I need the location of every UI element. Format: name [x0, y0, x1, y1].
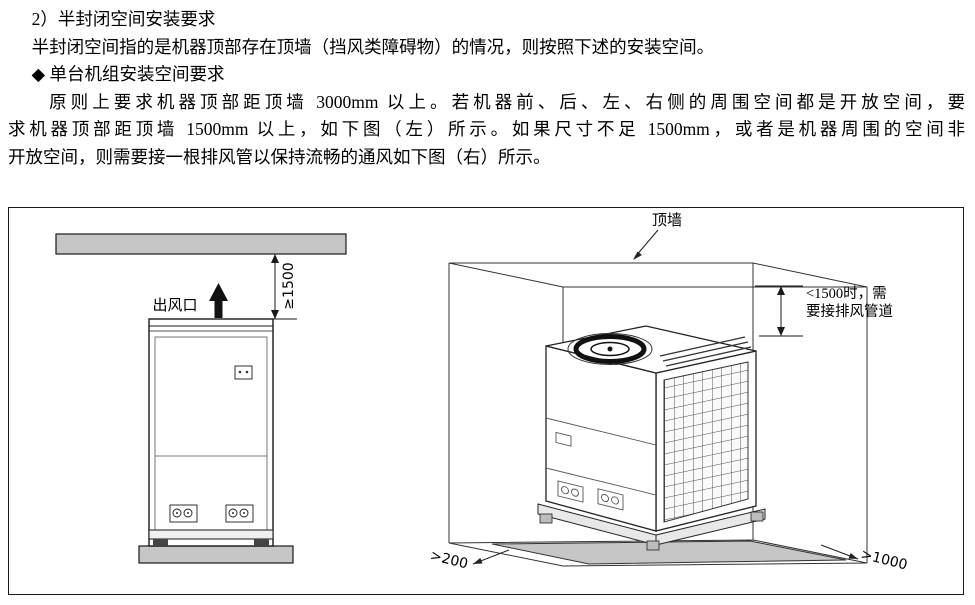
duct-note-line2: 要接排风管道: [806, 303, 893, 320]
ceiling-label: 顶墙: [652, 212, 682, 229]
concrete-pad: [491, 540, 847, 565]
requirements-line-3: 开放空间，则需要接一根排风管以保持流畅的通风如下图（右）所示。: [8, 146, 551, 167]
unit-isometric: [537, 325, 766, 551]
ceiling-slab: [55, 233, 347, 255]
height-dimension-label: ≥1500: [281, 262, 297, 309]
unit-foot: [750, 511, 764, 522]
clearance-left-label: >200: [428, 548, 469, 573]
installation-diagram-frame: 出风口 ≥1500: [8, 207, 964, 595]
right-view: 顶墙 <1500时，需 要接排风管道 >2: [428, 212, 909, 573]
top-vent-slats: [659, 336, 752, 367]
ceiling-arrow: [633, 229, 659, 260]
duct-note-line1: <1500时，需: [806, 285, 887, 302]
clearance-left-arrow: [472, 549, 510, 565]
unit-foot: [646, 540, 660, 551]
unit-foot: [539, 513, 553, 524]
clearance-right-arrow: [820, 544, 859, 560]
requirements-line-1: 原则上要求机器顶部距顶墙 3000mm 以上。若机器前、后、左、右侧的周围空间都…: [49, 91, 965, 112]
intro-paragraph: 半封闭空间指的是机器顶部存在顶墙（挡风类障碍物）的情况，则按照下述的安装空间。: [31, 36, 715, 57]
unit-front-view: [148, 318, 274, 547]
unit-front-details: [546, 417, 656, 511]
requirements-line-2: 求机器顶部距顶墙 1500mm 以上，如下图（左）所示。如果尺寸不足 1500m…: [8, 119, 965, 139]
fan-grille: [567, 333, 653, 365]
condenser-grille: [663, 361, 749, 523]
left-view: 出风口 ≥1500: [55, 233, 347, 564]
air-outlet-label: 出风口: [152, 297, 197, 314]
height-dimension-1500: [267, 254, 297, 320]
installation-diagram: 出风口 ≥1500: [55, 212, 909, 573]
section-heading: 2）半封闭空间安装要求: [31, 9, 216, 29]
duct-dimension: [755, 285, 803, 337]
text-block: 2）半封闭空间安装要求 半封闭空间指的是机器顶部存在顶墙（挡风类障碍物）的情况，…: [8, 6, 965, 171]
air-outlet-arrow-icon: [209, 283, 228, 318]
clearance-right-label: >1000: [859, 547, 909, 574]
bullet-heading: ◆ 单台机组安装空间要求: [31, 64, 225, 84]
floor-slab: [138, 545, 294, 564]
